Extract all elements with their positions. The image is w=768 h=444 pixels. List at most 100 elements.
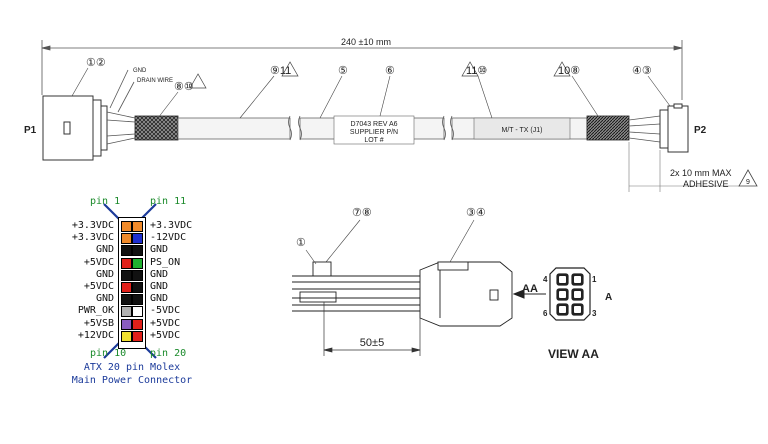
- balloon-8-10: ⑧⑩: [174, 81, 194, 93]
- atx-connector: [118, 217, 146, 349]
- sleeve: [473, 117, 571, 140]
- atx-left-pin-label: +3.3VDC: [71, 232, 114, 244]
- atx-left-pin-label: +5VDC: [83, 281, 114, 293]
- p2-connector: [659, 103, 689, 153]
- atx-right-pin-label: GND: [150, 293, 169, 305]
- p1-wires: [106, 69, 136, 145]
- atx-pin-left: [121, 269, 132, 281]
- balloon-9-11: ⑨11: [270, 65, 291, 77]
- atx-pin-right: [132, 221, 143, 232]
- atx-left-pin-label: PWR_OK: [77, 305, 114, 317]
- left-braid: [134, 115, 179, 141]
- overall-dimension: [41, 40, 683, 100]
- atx-pin-right: [132, 233, 143, 245]
- dimension-50: [323, 302, 421, 356]
- atx-pin-left: [121, 257, 132, 269]
- atx-right-pin-label: -12VDC: [150, 232, 187, 244]
- adhesive-line-1: 2x 10 mm MAX: [670, 168, 732, 178]
- view-aa-title: VIEW AA: [548, 347, 599, 361]
- detail-leader-1: [305, 249, 317, 265]
- detail-leader-3-4: [449, 219, 475, 263]
- atx-right-pin-label: -5VDC: [150, 305, 181, 317]
- atx-pin-left: [121, 245, 132, 257]
- overall-length-label: 240 ±10 mm: [341, 37, 391, 47]
- p1-connector: [42, 95, 108, 161]
- note-triangle-10-8: [553, 61, 571, 77]
- p2-label: P2: [694, 125, 707, 136]
- balloon-5: ⑤: [338, 65, 348, 77]
- atx-pin-right: [132, 306, 143, 318]
- atx-right-pin-label: +5VDC: [150, 329, 181, 341]
- atx-right-pin-label: GND: [150, 244, 169, 256]
- sleeve-label: M/T - TX (J1): [502, 127, 543, 134]
- atx-pin-left: [121, 306, 132, 318]
- balloon-1-2: ①②: [86, 57, 106, 69]
- aa-label: AA: [522, 283, 538, 295]
- right-braid: [586, 115, 630, 141]
- dimension-50-label: 50±5: [360, 337, 384, 349]
- atx-left-pin-label: GND: [95, 293, 114, 305]
- atx-right-pin-label: GND: [150, 268, 169, 280]
- detail-leader-7-8: [325, 219, 361, 263]
- balloon-6: ⑥: [385, 65, 395, 77]
- note-triangle-top-left: [189, 73, 207, 89]
- adhesive-line-2: ADHESIVE: [683, 179, 729, 189]
- atx-right-pin-label: +5VDC: [150, 317, 181, 329]
- note-triangle-9-11: [281, 61, 299, 77]
- balloon-11-10: 11⑩: [466, 65, 487, 77]
- pin-11-label: pin 11: [150, 196, 187, 207]
- view-pin-1: 1: [592, 275, 597, 284]
- balloon-10-8: 10⑧: [558, 65, 580, 77]
- atx-pin-right: [132, 318, 143, 330]
- pin-10-label: pin 10: [90, 348, 127, 359]
- pin-20-label: pin 20: [150, 348, 187, 359]
- label-line-1: D7043 REV A6: [350, 121, 397, 128]
- atx-pin-right: [132, 245, 143, 257]
- atx-pin-left: [121, 233, 132, 245]
- label-line-3: LOT #: [364, 137, 383, 144]
- atx-left-pin-label: +12VDC: [77, 329, 114, 341]
- atx-pin-left: [121, 330, 132, 342]
- atx-left-pin-label: GND: [95, 244, 114, 256]
- view-pin-6: 6: [543, 309, 548, 318]
- atx-left-pin-label: +5VSB: [83, 317, 114, 329]
- aa-arrow: [512, 289, 546, 299]
- view-pin-4: 4: [543, 275, 548, 284]
- atx-right-pin-label: PS_ON: [150, 256, 181, 268]
- balloon-4-3: ④③: [632, 65, 652, 77]
- atx-pin-right: [132, 330, 143, 342]
- atx-caption-1: ATX 20 pin Molex: [83, 362, 181, 373]
- view-pin-3: 3: [592, 309, 597, 318]
- adhesive-dimension: [628, 142, 740, 192]
- atx-right-pin-label: +3.3VDC: [150, 220, 193, 231]
- atx-pin-right: [132, 294, 143, 306]
- atx-pin-right: [132, 269, 143, 281]
- atx-left-pin-label: GND: [95, 268, 114, 280]
- atx-left-pin-label: +3.3VDC: [71, 220, 114, 231]
- atx-pin-right: [132, 282, 143, 293]
- atx-caption-2: Main Power Connector: [71, 375, 193, 386]
- atx-pin-left: [121, 318, 132, 330]
- gnd-label: GND: [133, 68, 147, 74]
- detail-balloon-1: ①: [296, 237, 306, 249]
- atx-pin-left: [121, 282, 132, 293]
- atx-pin-left: [121, 221, 132, 232]
- atx-right-pin-label: GND: [150, 281, 169, 293]
- note-triangle-9: [738, 169, 758, 187]
- note-triangle-11-10: [461, 61, 479, 77]
- label-line-2: SUPPLIER P/N: [350, 129, 398, 136]
- atx-pin-right: [132, 257, 143, 269]
- p2-wires: [628, 115, 661, 143]
- note-triangle-9-label: 9: [746, 179, 750, 186]
- drain-wire-label: DRAIN WIRE: [137, 78, 173, 84]
- detail-view: [292, 261, 513, 327]
- detail-balloon-7-8: ⑦⑧: [352, 207, 372, 219]
- detail-balloon-3-4: ③④: [466, 207, 486, 219]
- atx-left-pin-label: +5VDC: [83, 256, 114, 268]
- cable-label-block: [333, 115, 415, 145]
- top-leaders: [71, 67, 671, 119]
- pin-1-label: pin 1: [90, 196, 121, 207]
